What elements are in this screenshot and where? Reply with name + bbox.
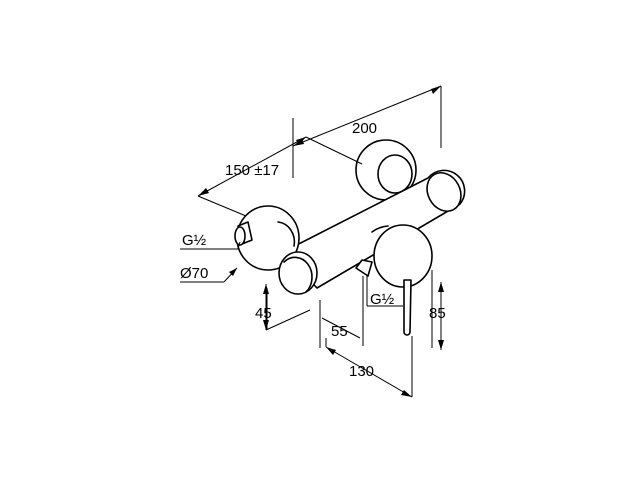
label-150: 150 ±17 <box>225 162 279 179</box>
lever <box>403 279 412 336</box>
label-d70: Ø70 <box>180 265 208 282</box>
label-85: 85 <box>429 305 446 322</box>
left-inlet-nipple-end <box>234 226 246 246</box>
dim-line-150 <box>197 136 307 197</box>
outlet-stub <box>355 259 373 277</box>
label-g-left: G½ <box>182 232 207 249</box>
dim-line-130 <box>325 346 413 398</box>
mixer-body <box>282 169 466 289</box>
front-rosette-inner <box>277 221 296 247</box>
mixer-body-drawing <box>234 139 466 336</box>
body-end-cap <box>426 172 462 212</box>
label-130: 130 <box>349 363 374 380</box>
dimension-lines <box>180 85 444 398</box>
dim-line-55 <box>321 317 361 339</box>
label-200: 200 <box>352 120 377 137</box>
dimension-labels: 200 150 ±17 G½ Ø70 45 55 G½ 85 130 <box>180 120 446 380</box>
rear-rosette-inner <box>377 154 413 194</box>
label-45: 45 <box>255 305 272 322</box>
dim-line-200 <box>292 85 442 147</box>
body-open-end-rim <box>283 256 313 293</box>
label-g-outlet: G½ <box>370 291 395 308</box>
handle-rosette <box>373 224 433 288</box>
label-55: 55 <box>331 323 348 340</box>
handle-rosette-shadow <box>371 225 389 233</box>
